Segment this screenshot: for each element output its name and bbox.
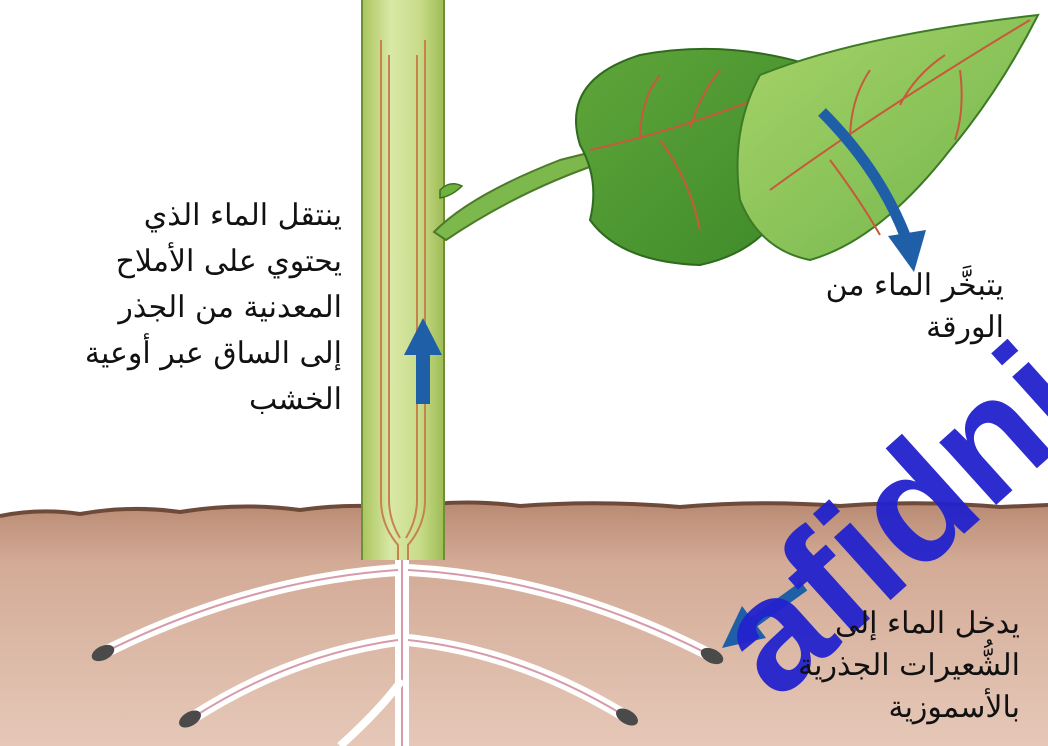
leaf-label-line: الورقة bbox=[826, 307, 1004, 349]
stem-label-line: المعدنية من الجذر bbox=[85, 285, 342, 331]
stem-label-line: ينتقل الماء الذي bbox=[85, 193, 342, 239]
stem-label-line: إلى الساق عبر أوعية bbox=[85, 331, 342, 377]
root-label-line: الشُّعيرات الجذرية bbox=[798, 645, 1020, 687]
stem-transport-label: ينتقل الماء الذي يحتوي على الأملاح المعد… bbox=[85, 193, 342, 423]
root-osmosis-label: يدخل الماء إلى الشُّعيرات الجذرية بالأسم… bbox=[798, 603, 1020, 729]
leaf-front bbox=[738, 15, 1039, 260]
leaf-evaporation-label: يتبخَّر الماء من الورقة bbox=[826, 265, 1004, 349]
petiole bbox=[434, 150, 604, 240]
root-label-line: يدخل الماء إلى bbox=[798, 603, 1020, 645]
stem-label-line: يحتوي على الأملاح bbox=[85, 239, 342, 285]
stem bbox=[362, 0, 444, 560]
root-label-line: بالأسموزية bbox=[798, 687, 1020, 729]
stem-label-line: الخشب bbox=[85, 377, 342, 423]
leaf-label-line: يتبخَّر الماء من bbox=[826, 265, 1004, 307]
